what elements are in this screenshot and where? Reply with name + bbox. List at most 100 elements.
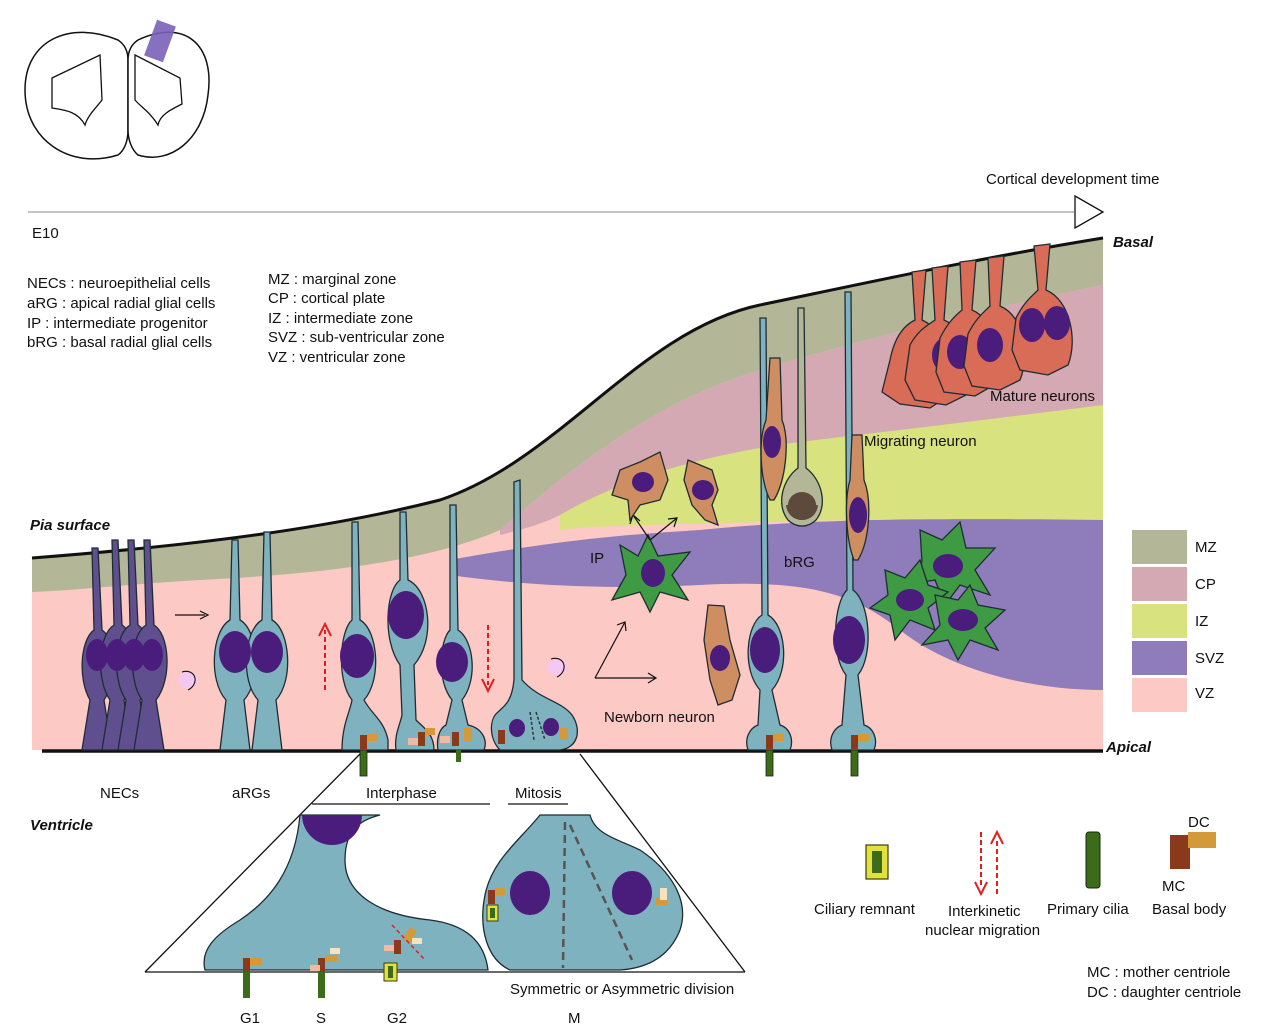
basal-body-icon bbox=[452, 732, 459, 746]
label-args: aRGs bbox=[232, 785, 270, 802]
basal-body-icon bbox=[560, 728, 568, 740]
legend-ciliary-remnant: Ciliary remnant bbox=[814, 901, 916, 918]
label-necs: NECs bbox=[100, 785, 139, 802]
legend-swatch-cp bbox=[1132, 567, 1187, 601]
ventricle-label: Ventricle bbox=[30, 817, 93, 834]
legend-label-mz: MZ bbox=[1195, 539, 1217, 556]
ip-nucleus bbox=[641, 559, 665, 587]
legend-inm-line2: nuclear migration bbox=[925, 922, 1040, 939]
brain-section-icon bbox=[25, 20, 209, 159]
zoomed-mitotic-cell bbox=[483, 815, 683, 970]
label-s: S bbox=[316, 1010, 326, 1027]
basal-body-icon bbox=[384, 945, 394, 951]
label-ip: IP bbox=[590, 550, 604, 567]
nec-nucleus bbox=[86, 639, 108, 671]
legend-mc: MC bbox=[1162, 878, 1185, 895]
basal-body-icon bbox=[766, 735, 773, 749]
label-mitosis: Mitosis bbox=[515, 785, 562, 802]
legend-primary-cilia: Primary cilia bbox=[1047, 901, 1129, 918]
abbrev-vz: VZ : ventricular zone bbox=[268, 349, 406, 366]
footnote-dc: DC : daughter centriole bbox=[1087, 984, 1241, 1001]
abbrev-svz: SVZ : sub-ventricular zone bbox=[268, 329, 445, 346]
legend-inm-line1: Interkinetic bbox=[948, 903, 1021, 920]
abbrev-mz: MZ : marginal zone bbox=[268, 271, 396, 288]
zone-abbreviation-list: MZ : marginal zone CP : cortical plate I… bbox=[268, 271, 445, 366]
basal-body-icon bbox=[425, 728, 435, 735]
arg-nucleus bbox=[340, 634, 374, 678]
label-m: M bbox=[568, 1010, 581, 1027]
mitotic-nucleus bbox=[543, 718, 559, 736]
basal-body-icon bbox=[1188, 832, 1216, 848]
cell-abbreviation-list: NECs : neuroepithelial cells aRG : apica… bbox=[27, 275, 215, 351]
zone-legend: MZ CP IZ SVZ VZ bbox=[1132, 530, 1224, 712]
abbrev-arg: aRG : apical radial glial cells bbox=[27, 295, 215, 312]
timeline-title: Cortical development time bbox=[986, 171, 1159, 188]
legend-swatch-svz bbox=[1132, 641, 1187, 675]
basal-body-icon bbox=[412, 938, 422, 944]
basal-body-icon bbox=[495, 888, 505, 895]
basal-body-icon bbox=[408, 738, 418, 745]
brg-nucleus bbox=[788, 492, 816, 518]
zoomed-interphase-cell bbox=[204, 815, 488, 998]
legend-swatch-vz bbox=[1132, 678, 1187, 712]
legend-label-cp: CP bbox=[1195, 576, 1216, 593]
symbol-legend: Ciliary remnant Interkinetic nuclear mig… bbox=[814, 814, 1227, 939]
primary-cilia-icon bbox=[243, 970, 250, 998]
basal-body-icon bbox=[660, 888, 667, 900]
abbrev-iz: IZ : intermediate zone bbox=[268, 310, 413, 327]
basal-body-icon bbox=[440, 736, 450, 743]
basal-label: Basal bbox=[1113, 234, 1154, 251]
arg-nucleus bbox=[219, 631, 251, 673]
basal-body-icon bbox=[1170, 835, 1190, 869]
legend-swatch-mz bbox=[1132, 530, 1187, 564]
basal-body-icon bbox=[851, 735, 858, 749]
basal-body-icon bbox=[243, 958, 250, 972]
pia-surface-label: Pia surface bbox=[30, 517, 110, 534]
apical-label: Apical bbox=[1105, 739, 1152, 756]
abbrev-necs: NECs : neuroepithelial cells bbox=[27, 275, 210, 292]
label-newborn-neuron: Newborn neuron bbox=[604, 709, 715, 726]
abbrev-ip: IP : intermediate progenitor bbox=[27, 315, 208, 332]
basal-body-icon bbox=[498, 730, 505, 744]
primary-cilia-icon bbox=[766, 750, 773, 776]
basal-body-icon bbox=[488, 890, 495, 904]
abbrev-brg: bRG : basal radial glial cells bbox=[27, 334, 212, 351]
basal-body-icon bbox=[310, 965, 320, 971]
label-migrating-neuron: Migrating neuron bbox=[864, 433, 977, 450]
basal-body-icon bbox=[367, 734, 378, 741]
arg-nucleus bbox=[436, 642, 468, 682]
timeline-start-label: E10 bbox=[32, 225, 59, 242]
basal-body-icon bbox=[773, 734, 784, 741]
label-division: Symmetric or Asymmetric division bbox=[510, 981, 734, 998]
legend-label-svz: SVZ bbox=[1195, 650, 1224, 667]
timeline-arrow-icon bbox=[28, 196, 1103, 228]
legend-basal-body: Basal body bbox=[1152, 901, 1227, 918]
mitotic-nucleus bbox=[509, 719, 525, 737]
legend-swatch-iz bbox=[1132, 604, 1187, 638]
basal-body-icon bbox=[360, 735, 367, 749]
label-brg: bRG bbox=[784, 554, 815, 571]
legend-label-vz: VZ bbox=[1195, 685, 1214, 702]
arg-nucleus bbox=[750, 627, 780, 673]
primary-cilia-icon bbox=[1086, 832, 1100, 888]
abbrev-cp: CP : cortical plate bbox=[268, 290, 385, 307]
footnote-mc: MC : mother centriole bbox=[1087, 964, 1230, 981]
legend-dc: DC bbox=[1188, 814, 1210, 831]
legend-label-iz: IZ bbox=[1195, 613, 1208, 630]
label-interphase: Interphase bbox=[366, 785, 437, 802]
label-mature-neurons: Mature neurons bbox=[990, 388, 1095, 405]
basal-body-icon bbox=[464, 728, 472, 742]
arg-nucleus bbox=[251, 631, 283, 673]
primary-cilia-icon bbox=[360, 750, 367, 776]
mitotic-nucleus bbox=[510, 871, 550, 915]
label-g1: G1 bbox=[240, 1010, 260, 1027]
mitotic-nucleus bbox=[612, 871, 652, 915]
inm-legend-icon bbox=[975, 832, 1003, 894]
basal-body-icon bbox=[418, 732, 425, 746]
primary-cilia-icon bbox=[318, 970, 325, 998]
arg-nucleus bbox=[833, 616, 865, 664]
basal-body-icon bbox=[250, 958, 262, 965]
label-g2: G2 bbox=[387, 1010, 407, 1027]
basal-body-icon bbox=[858, 734, 869, 741]
